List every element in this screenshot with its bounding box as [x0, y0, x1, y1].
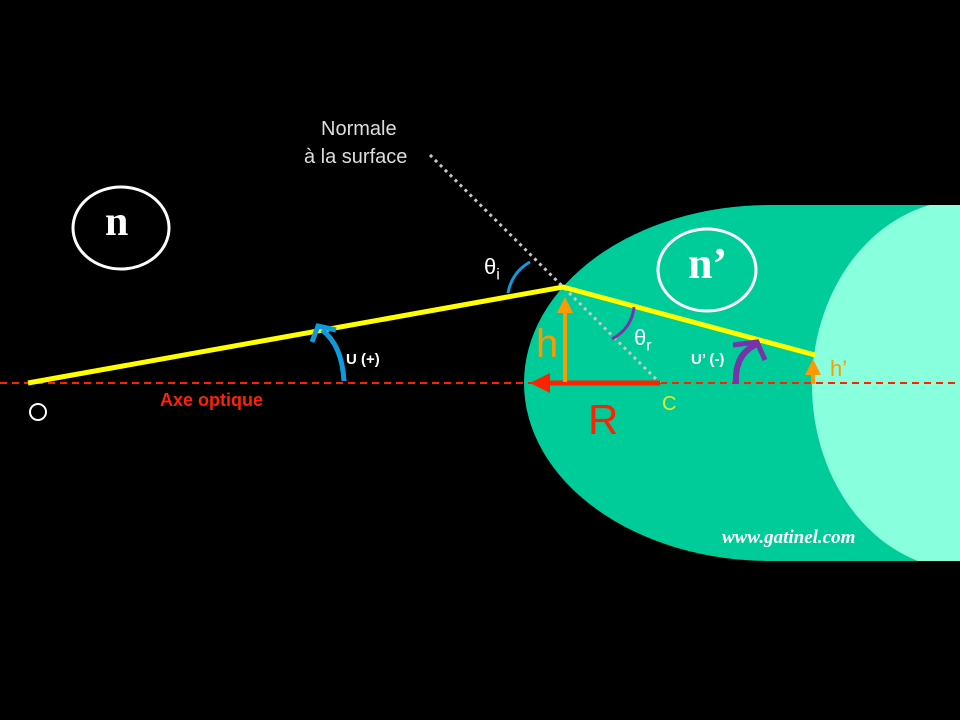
light-ray — [27, 284, 816, 386]
h-label: h — [536, 322, 559, 366]
medium-n-prime-circle — [656, 227, 758, 313]
theta-i-symbol: θ — [484, 254, 497, 279]
theta-i-arc — [506, 260, 531, 294]
theta-r-subscript: r — [646, 337, 652, 355]
optical-axis-label: Axe optique — [160, 390, 264, 410]
U-prime-arrow-head — [732, 339, 768, 362]
theta-i-subscript: i — [496, 266, 500, 284]
R-label: R — [588, 396, 619, 443]
medium-n-prime-label: n’ — [688, 239, 728, 288]
theta-i-label: θi — [484, 254, 500, 284]
medium-n-label: n — [105, 199, 129, 245]
C-label: C — [662, 393, 677, 415]
lens-region — [812, 205, 960, 561]
U-angle-arc — [320, 328, 347, 382]
U-prime-label: U’ (-) — [691, 351, 725, 368]
medium-n-circle — [71, 185, 171, 271]
theta-r-label: θr — [634, 325, 652, 355]
normal-label-1: Normale — [321, 118, 397, 140]
normal-label-2: à la surface — [304, 146, 408, 168]
normal-line — [428, 153, 662, 385]
watermark: www.gatinel.com — [722, 527, 856, 548]
U-label: U (+) — [346, 351, 380, 368]
theta-r-arc — [611, 306, 636, 341]
point-O — [29, 403, 47, 421]
U-arrow-head — [309, 323, 337, 343]
h-prime-label: h’ — [830, 356, 848, 381]
theta-r-symbol: θ — [634, 325, 647, 350]
